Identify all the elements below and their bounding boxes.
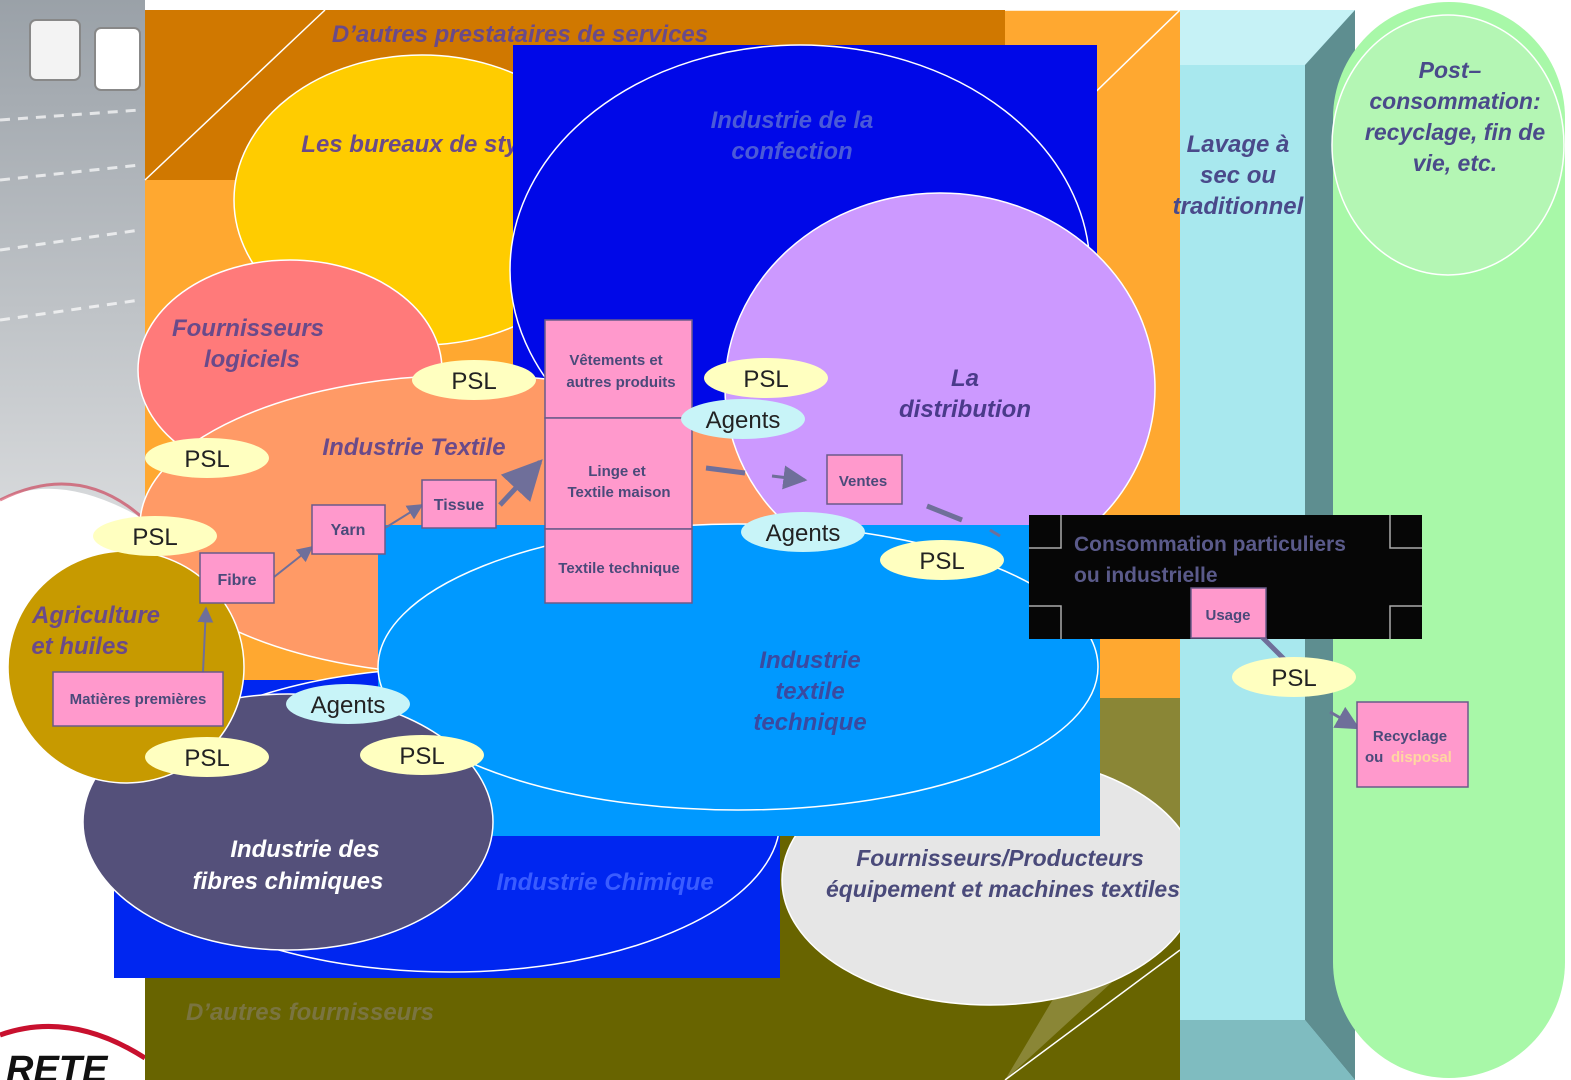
arrow-products-to-sales (771, 465, 808, 490)
psl-label: PSL (132, 524, 177, 551)
software-suppliers-label-2: logiciels (204, 346, 300, 373)
agriculture-label-2: et huiles (31, 633, 128, 660)
garments-box: Vêtements et autres produits (544, 319, 693, 419)
logo: RETE (0, 1024, 147, 1080)
psl-label: PSL (743, 366, 788, 393)
garments-label-2: autres produits (566, 374, 675, 391)
post-consumption-label-2: consommation: (1369, 88, 1540, 114)
post-consumption-area: Post– consommation: recyclage, fin de vi… (1331, 2, 1565, 1078)
post-consumption-label-1: Post– (1419, 57, 1482, 83)
post-consumption-label-3: recyclage, fin de (1365, 119, 1545, 145)
yarn-box: Yarn (311, 504, 386, 555)
agents-oval: Agents (286, 684, 410, 724)
apparel-industry-label-2: confection (731, 138, 852, 165)
textile-industry-label: Industrie Textile (322, 434, 505, 461)
home-textile-label-2: Textile maison (567, 484, 670, 501)
psl-label: PSL (919, 548, 964, 575)
chemical-fibres-label-1: Industrie des (230, 836, 379, 863)
agents-oval: Agents (741, 512, 865, 552)
psl-oval: PSL (145, 438, 269, 478)
home-textile-box: Linge et Textile maison (544, 417, 693, 530)
psl-oval: PSL (360, 735, 484, 775)
other-services-label: D’autres prestataires de services (332, 21, 708, 48)
consumption-label-1: Consommation particuliers (1074, 533, 1346, 556)
recycling-box: Recyclage ou disposal (1356, 701, 1469, 788)
agents-label: Agents (311, 692, 386, 719)
psl-oval: PSL (704, 358, 828, 398)
style-bureaus-label: Les bureaux de style (301, 131, 538, 158)
psl-ovals: PSL PSL PSL PSL PSL PSL PSL PSL (93, 358, 1356, 777)
agents-ovals: Agents Agents Agents (286, 399, 865, 724)
usage-box: Usage (1190, 587, 1267, 639)
technical-textile-label-1: Industrie (759, 647, 860, 674)
recycling-label-2: ou (1365, 749, 1383, 766)
washing-label-2: sec ou (1200, 162, 1276, 189)
psl-oval: PSL (1232, 657, 1356, 697)
psl-label: PSL (451, 368, 496, 395)
psl-label: PSL (184, 446, 229, 473)
agriculture-label-1: Agriculture (31, 602, 160, 629)
raw-materials-label: Matières premières (70, 691, 207, 708)
technical-textile-label-2: textile (775, 678, 844, 705)
software-suppliers-label-1: Fournisseurs (172, 315, 324, 342)
technical-box: Textile technique (544, 528, 693, 604)
sales-box: Ventes (826, 454, 903, 505)
chemical-industry-label: Industrie Chimique (496, 869, 713, 896)
fabric-label: Tissue (434, 497, 485, 514)
psl-label: PSL (184, 745, 229, 772)
distribution-label-1: La (951, 365, 979, 392)
arrow-raw-to-fibre (197, 606, 214, 673)
equipment-suppliers-label-1: Fournisseurs/Producteurs (856, 845, 1144, 871)
background-photo (0, 0, 147, 522)
yarn-label: Yarn (331, 522, 366, 539)
raw-materials-box: Matières premières (52, 671, 224, 727)
fibre-label: Fibre (217, 572, 256, 589)
sales-label: Ventes (839, 473, 887, 490)
distribution-label-2: distribution (899, 396, 1031, 423)
washing-label-1: Lavage à (1187, 131, 1290, 158)
arrow-sales-dot (989, 528, 1001, 538)
psl-oval: PSL (145, 737, 269, 777)
home-textile-label-1: Linge et (588, 463, 646, 480)
agents-label: Agents (706, 407, 781, 434)
apparel-industry-label-1: Industrie de la (711, 107, 874, 134)
psl-label: PSL (1271, 665, 1316, 692)
technical-textile-label-3: technique (753, 709, 866, 736)
washing-label-3: traditionnel (1173, 193, 1305, 220)
fibre-box: Fibre (199, 552, 275, 604)
agents-label: Agents (766, 520, 841, 547)
technical-label: Textile technique (558, 560, 679, 577)
other-suppliers-label: D’autres fournisseurs (186, 999, 434, 1026)
svg-text:RETE: RETE (6, 1049, 109, 1080)
equipment-suppliers-label-2: équipement et machines textiles (826, 876, 1180, 902)
arrow-fabric-to-products (498, 459, 543, 507)
usage-label: Usage (1205, 607, 1250, 624)
fabric-box: Tissue (421, 479, 497, 529)
arrow-products-dash (705, 465, 746, 476)
recycling-label-3: disposal (1391, 749, 1452, 766)
arrow-fibre-to-yarn (273, 546, 314, 578)
chemical-fibres-label-2: fibres chimiques (193, 868, 384, 895)
post-consumption-label-4: vie, etc. (1413, 150, 1497, 176)
arrow-sales-dash (926, 503, 963, 523)
arrow-yarn-to-fabric (384, 504, 424, 529)
psl-oval: PSL (93, 516, 217, 556)
psl-label: PSL (399, 743, 444, 770)
recycling-label-1: Recyclage (1373, 728, 1447, 745)
arrow-to-recycling (1329, 706, 1361, 730)
psl-oval: PSL (880, 540, 1004, 580)
garments-label-1: Vêtements et (569, 352, 662, 369)
psl-oval: PSL (412, 360, 536, 400)
agents-oval: Agents (681, 399, 805, 439)
product-boxes: Matières premières Fibre Yarn Tissue Vêt… (52, 319, 1469, 788)
consumption-label-2: ou industrielle (1074, 564, 1218, 587)
